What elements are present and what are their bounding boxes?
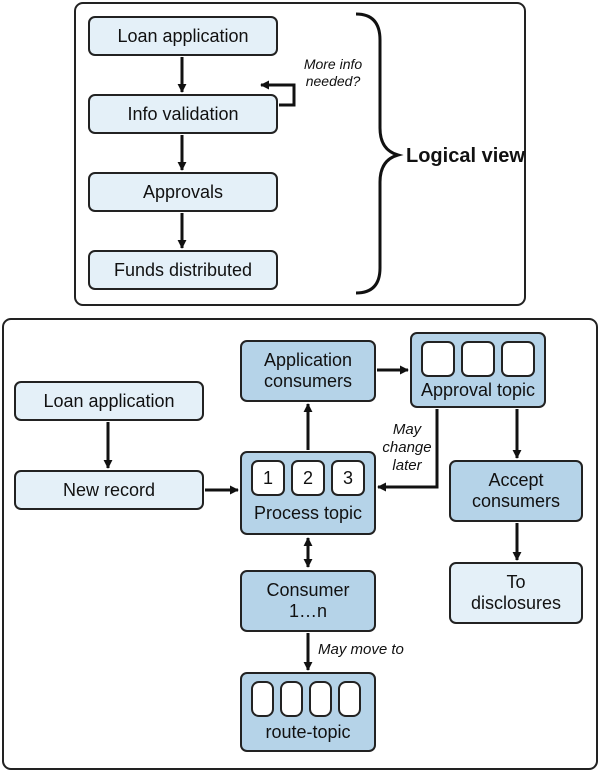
loan-application-node: Loan application <box>14 381 204 421</box>
application-consumers-label: Application consumers <box>263 350 353 391</box>
arrow-more-info-loop <box>260 80 296 107</box>
approval-topic-label: Approval topic <box>420 380 536 400</box>
logical-step-label: Loan application <box>117 25 249 46</box>
process-topic-partition-3: 3 <box>331 460 365 496</box>
route-topic-partition <box>309 681 332 717</box>
accept-consumers-label: Accept consumers <box>471 470 561 511</box>
route-topic-label: route-topic <box>265 722 351 742</box>
logical-view-brace <box>355 12 404 295</box>
loan-application-label: Loan application <box>43 390 175 411</box>
logical-step-label: Info validation <box>127 103 239 124</box>
to-disclosures-node: To disclosures <box>449 562 583 624</box>
partition-number: 2 <box>302 467 313 488</box>
approval-topic-partition <box>421 341 455 377</box>
logical-step-info-validation: Info validation <box>88 94 278 134</box>
logical-view-label: Logical view <box>406 145 525 167</box>
consumer-label: Consumer 1…n <box>266 580 350 621</box>
new-record-label: New record <box>62 479 156 500</box>
approval-topic-partition <box>501 341 535 377</box>
route-topic-partition <box>338 681 361 717</box>
process-topic-partition-1: 1 <box>251 460 285 496</box>
logical-step-loan-application: Loan application <box>88 16 278 56</box>
arrow-approval-to-process-topic <box>377 409 439 492</box>
approval-topic-partition <box>461 341 495 377</box>
consumer-node: Consumer 1…n <box>240 570 376 632</box>
may-move-to-note: May move to <box>318 641 404 658</box>
partition-number: 3 <box>342 467 353 488</box>
route-topic-partition <box>280 681 303 717</box>
route-topic-partition <box>251 681 274 717</box>
more-info-needed-note: More info needed? <box>303 56 363 89</box>
accept-consumers-node: Accept consumers <box>449 460 583 522</box>
application-consumers-node: Application consumers <box>240 340 376 402</box>
logical-step-funds-distributed: Funds distributed <box>88 250 278 290</box>
to-disclosures-label: To disclosures <box>470 572 562 613</box>
logical-step-approvals: Approvals <box>88 172 278 212</box>
logical-step-label: Funds distributed <box>113 259 253 280</box>
may-change-later-note: May change later <box>382 421 432 474</box>
process-topic-partition-2: 2 <box>291 460 325 496</box>
new-record-node: New record <box>14 470 204 510</box>
partition-number: 1 <box>262 467 273 488</box>
process-topic-label: Process topic <box>253 503 363 523</box>
logical-step-label: Approvals <box>142 181 224 202</box>
